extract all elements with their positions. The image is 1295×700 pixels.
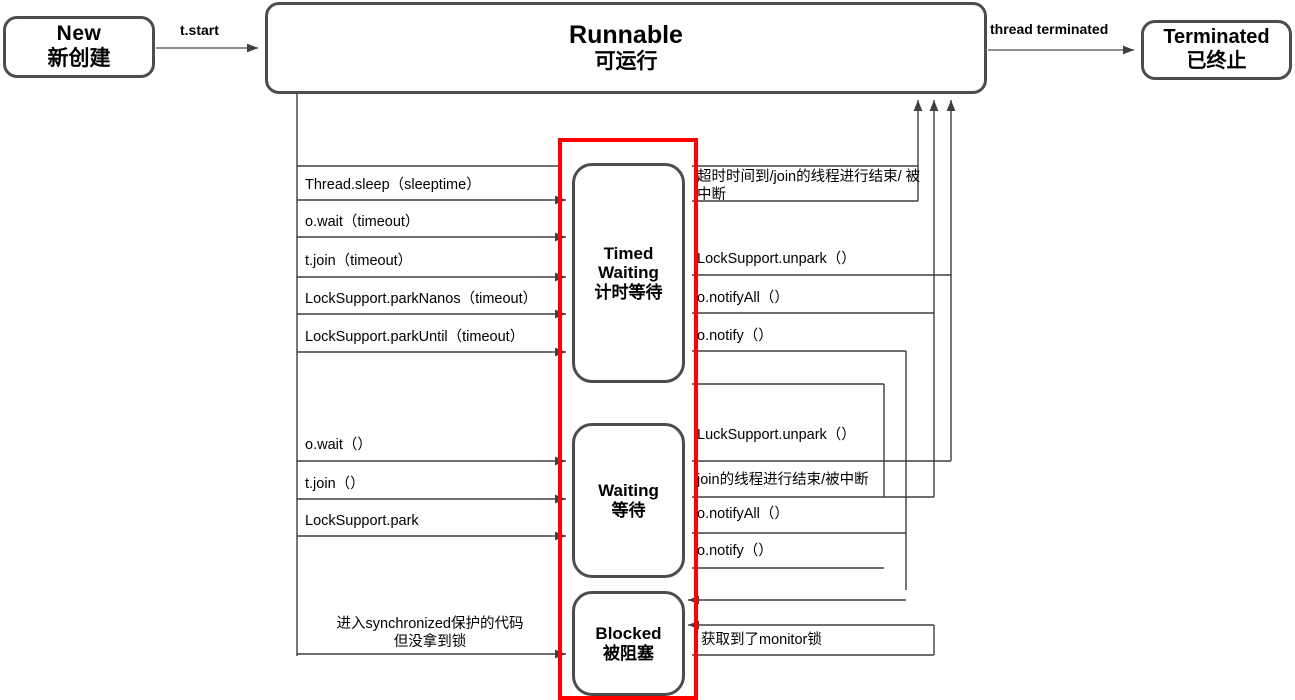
node-waiting-label-cn: 等待 [611, 500, 646, 520]
enter-label-blocked-line1: 进入synchronized保护的代码 [336, 616, 524, 632]
enter-label-o-wait: o.wait（） [305, 437, 372, 453]
exit-label-waiting-notify: o.notify（） [697, 543, 773, 559]
enter-label-t-join-timeout: t.join（timeout） [305, 253, 413, 269]
exit-label-timed-notifyall: o.notifyAll（） [697, 290, 789, 306]
enter-label-parkuntil: LockSupport.parkUntil（timeout） [305, 329, 525, 345]
edge-label-t-start: t.start [180, 22, 219, 38]
node-waiting-label-en: Waiting [598, 480, 659, 500]
exit-label-timed-timeout-line2: 被中断 [697, 169, 921, 204]
enter-label-parknanos: LockSupport.parkNanos（timeout） [305, 291, 538, 307]
exit-label-waiting-unpark: LuckSupport.unpark（） [697, 427, 856, 443]
node-new-label-cn: 新创建 [47, 47, 111, 70]
enter-label-blocked-line2: 但没拿到锁 [393, 634, 467, 651]
exit-label-blocked-monitor: 获取到了monitor锁 [701, 632, 822, 648]
enter-label-thread-sleep: Thread.sleep（sleeptime） [305, 177, 481, 193]
enter-label-o-wait-timeout: o.wait（timeout） [305, 214, 420, 230]
exit-label-timed-timeout-line1: 超时时间到/join的线程进行结束/ [697, 169, 902, 185]
exit-label-waiting-notifyall: o.notifyAll（） [697, 506, 789, 522]
node-new-label-en: New [56, 22, 102, 46]
node-blocked-label-en: Blocked [595, 623, 662, 643]
state-node-terminated[interactable]: Terminated 已终止 [1141, 20, 1292, 80]
enter-label-t-join: t.join（） [305, 476, 365, 492]
state-node-timed-waiting[interactable]: Timed Waiting 计时等待 [572, 163, 685, 383]
enter-label-locksupport-park: LockSupport.park [305, 513, 419, 529]
exit-label-timed-unpark: LockSupport.unpark（） [697, 251, 856, 267]
exit-label-timed-notify: o.notify（） [697, 328, 773, 344]
state-node-waiting[interactable]: Waiting 等待 [572, 423, 685, 578]
exit-label-timed-timeout: 超时时间到/join的线程进行结束/ 被中断 [697, 168, 921, 204]
state-node-new[interactable]: New 新创建 [3, 16, 155, 78]
node-runnable-label-cn: 可运行 [594, 50, 658, 74]
node-blocked-label-cn: 被阻塞 [603, 643, 654, 663]
enter-label-blocked: 进入synchronized保护的代码 但没拿到锁 [305, 615, 555, 651]
exit-label-waiting-join-finished: join的线程进行结束/被中断 [697, 472, 869, 488]
node-runnable-label-en: Runnable [569, 20, 683, 49]
state-node-runnable[interactable]: Runnable 可运行 [265, 2, 987, 94]
node-terminated-label-cn: 已终止 [1186, 50, 1247, 72]
edge-label-thread-terminated: thread terminated [990, 21, 1109, 37]
node-timed-waiting-label-en2: Waiting [598, 263, 659, 283]
node-timed-waiting-label-cn: 计时等待 [594, 282, 663, 302]
node-terminated-label-en: Terminated [1163, 26, 1270, 49]
state-node-blocked[interactable]: Blocked 被阻塞 [572, 591, 685, 696]
node-timed-waiting-label-en1: Timed [603, 243, 654, 263]
